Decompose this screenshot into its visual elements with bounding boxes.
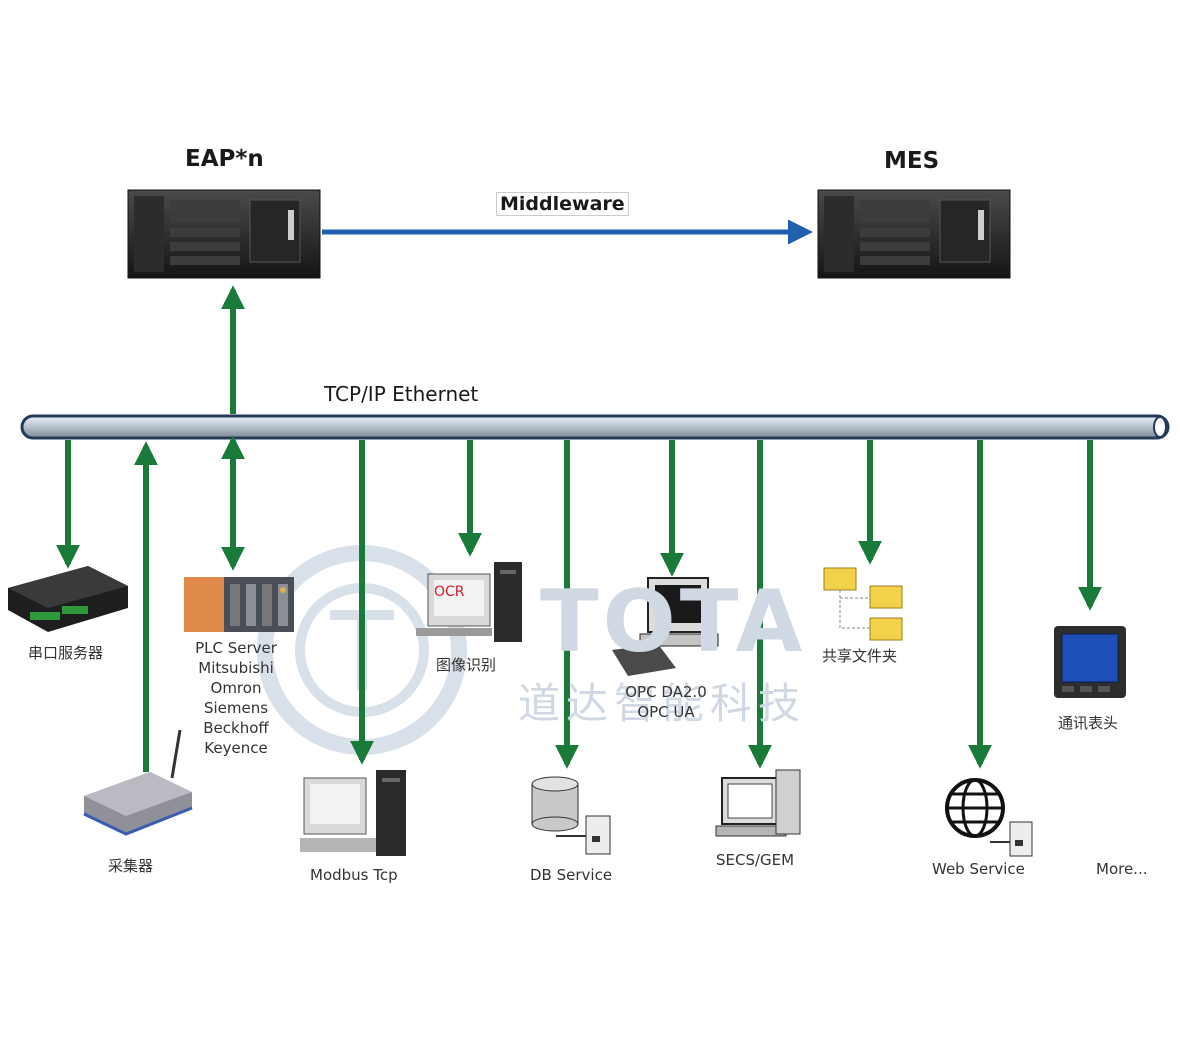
- shared-folder-icon: [823, 567, 903, 641]
- opc-ua-label: OPC UA: [637, 703, 695, 721]
- web-service-label: Web Service: [932, 860, 1025, 878]
- shared-folder-label: 共享文件夹: [822, 647, 898, 665]
- plc-rack-icon: [184, 577, 294, 632]
- plc-server-label: PLC Server: [195, 639, 277, 657]
- plc-vendor-omron: Omron: [210, 679, 262, 697]
- opc-workstation-icon: [612, 577, 719, 676]
- mes-title: MES: [884, 148, 940, 174]
- serial-server-label: 串口服务器: [28, 644, 104, 662]
- meter-label: 通讯表头: [1058, 714, 1119, 732]
- opc-label-list: OPC DA2.0 OPC UA: [606, 682, 726, 722]
- secs-gem-pc-icon: [715, 769, 801, 837]
- ethernet-bus: [20, 414, 1170, 440]
- ocr-screen-text: OCR: [434, 584, 465, 600]
- web-service-icon: [945, 778, 1033, 857]
- plc-vendor-keyence: Keyence: [204, 739, 268, 757]
- middleware-label: Middleware: [496, 192, 629, 216]
- watermark-brand: TOTA: [540, 572, 807, 672]
- eap-server-icon: [127, 189, 321, 279]
- plc-vendor-mitsubishi: Mitsubishi: [198, 659, 274, 677]
- plc-server-list: PLC Server Mitsubishi Omron Siemens Beck…: [176, 638, 296, 758]
- serial-server-icon: [8, 566, 128, 632]
- opc-da-label: OPC DA2.0: [625, 683, 707, 701]
- plc-vendor-beckhoff: Beckhoff: [203, 719, 269, 737]
- more-label: More...: [1096, 860, 1148, 878]
- meter-icon: [1054, 626, 1126, 698]
- collector-router-icon: [83, 729, 193, 836]
- image-recognition-label: 图像识别: [436, 656, 497, 674]
- eap-title: EAP*n: [185, 146, 264, 172]
- bus-label: TCP/IP Ethernet: [324, 382, 479, 406]
- watermark-cn: 道达智能科技: [518, 679, 807, 728]
- database-icon: [531, 776, 611, 855]
- mes-server-icon: [817, 189, 1011, 279]
- plc-vendor-siemens: Siemens: [203, 699, 269, 717]
- secs-gem-label: SECS/GEM: [716, 851, 795, 869]
- modbus-pc-icon: [300, 770, 406, 856]
- db-service-label: DB Service: [530, 866, 613, 884]
- image-recognition-pc-icon: [416, 562, 522, 642]
- modbus-label: Modbus Tcp: [310, 866, 398, 884]
- collector-label: 采集器: [108, 857, 154, 875]
